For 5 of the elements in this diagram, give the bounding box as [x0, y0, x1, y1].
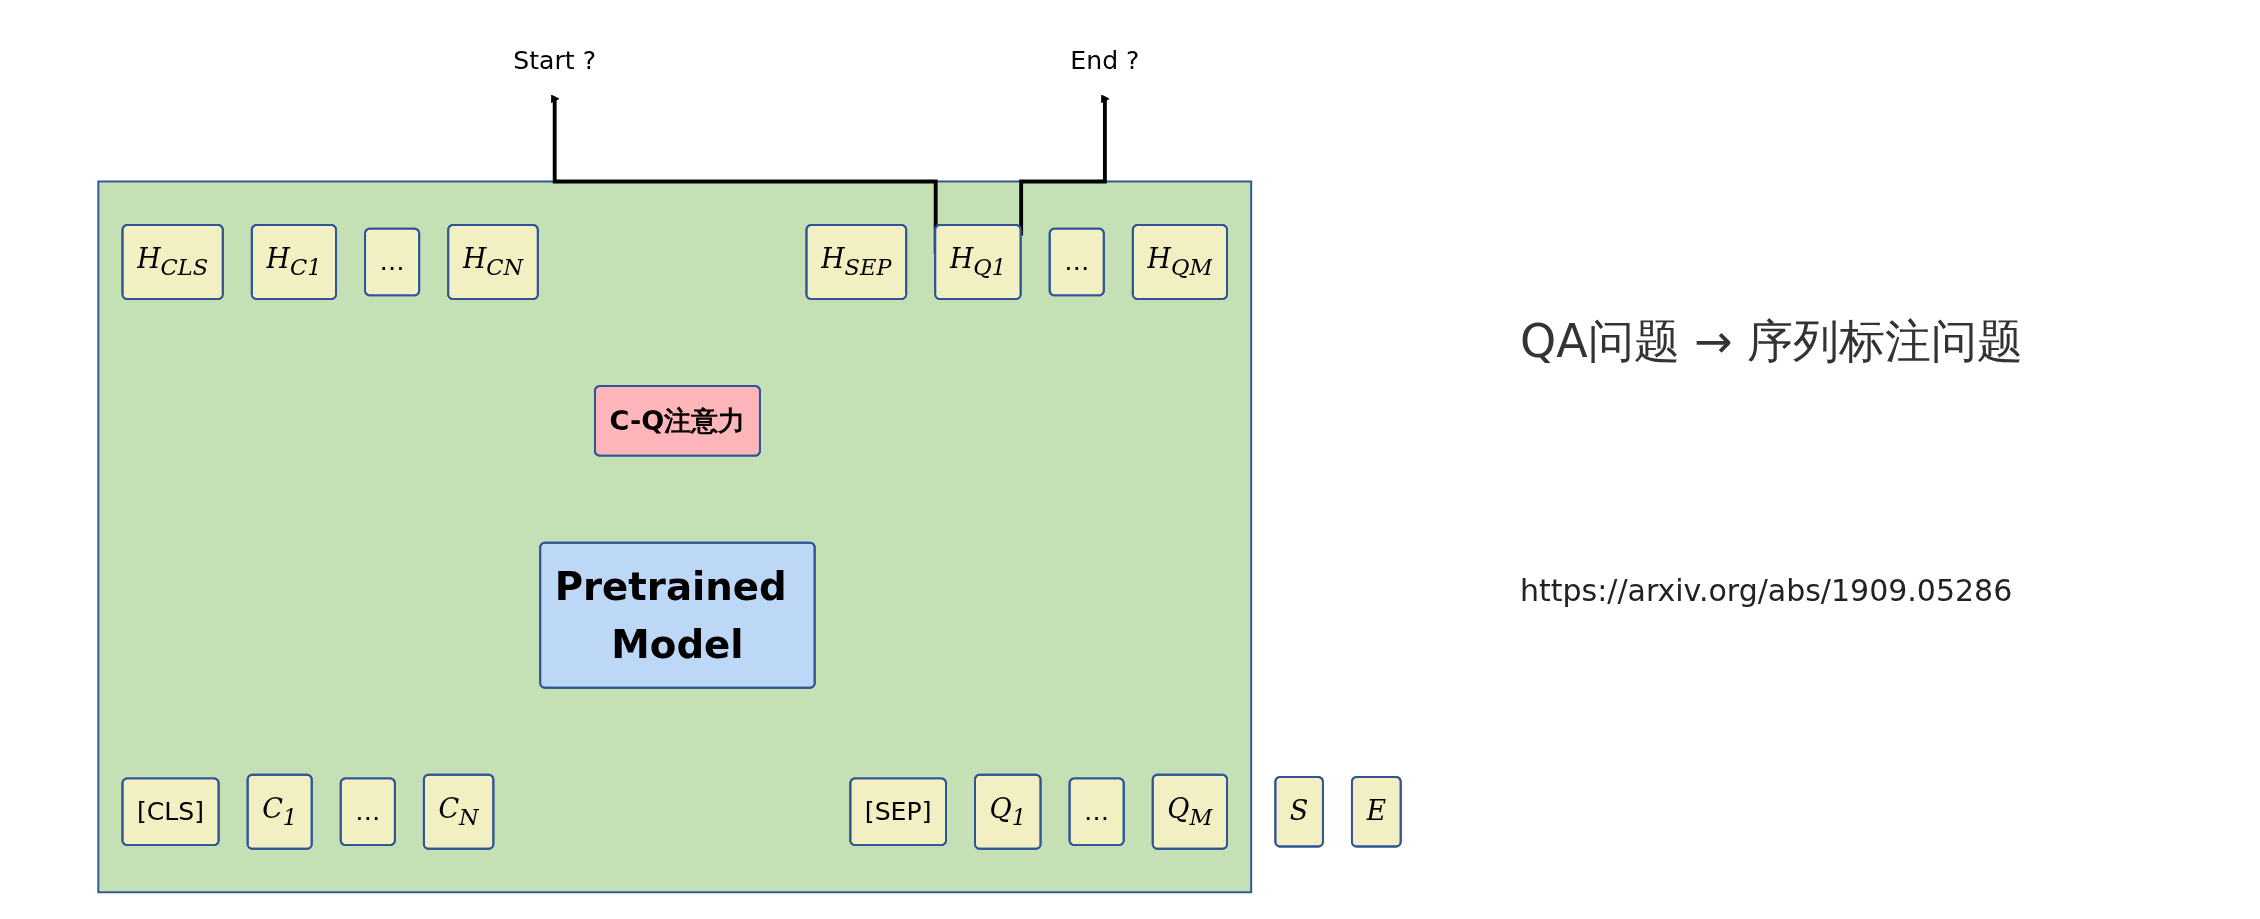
cluster [97, 180, 1253, 893]
source-link: https://arxiv.org/abs/1909.05286 [1520, 573, 2014, 608]
note-text: QA问题 → 序列标注问题 [1520, 313, 2025, 370]
node-text: Start ? [513, 45, 597, 75]
node-text: End ? [1070, 45, 1140, 75]
